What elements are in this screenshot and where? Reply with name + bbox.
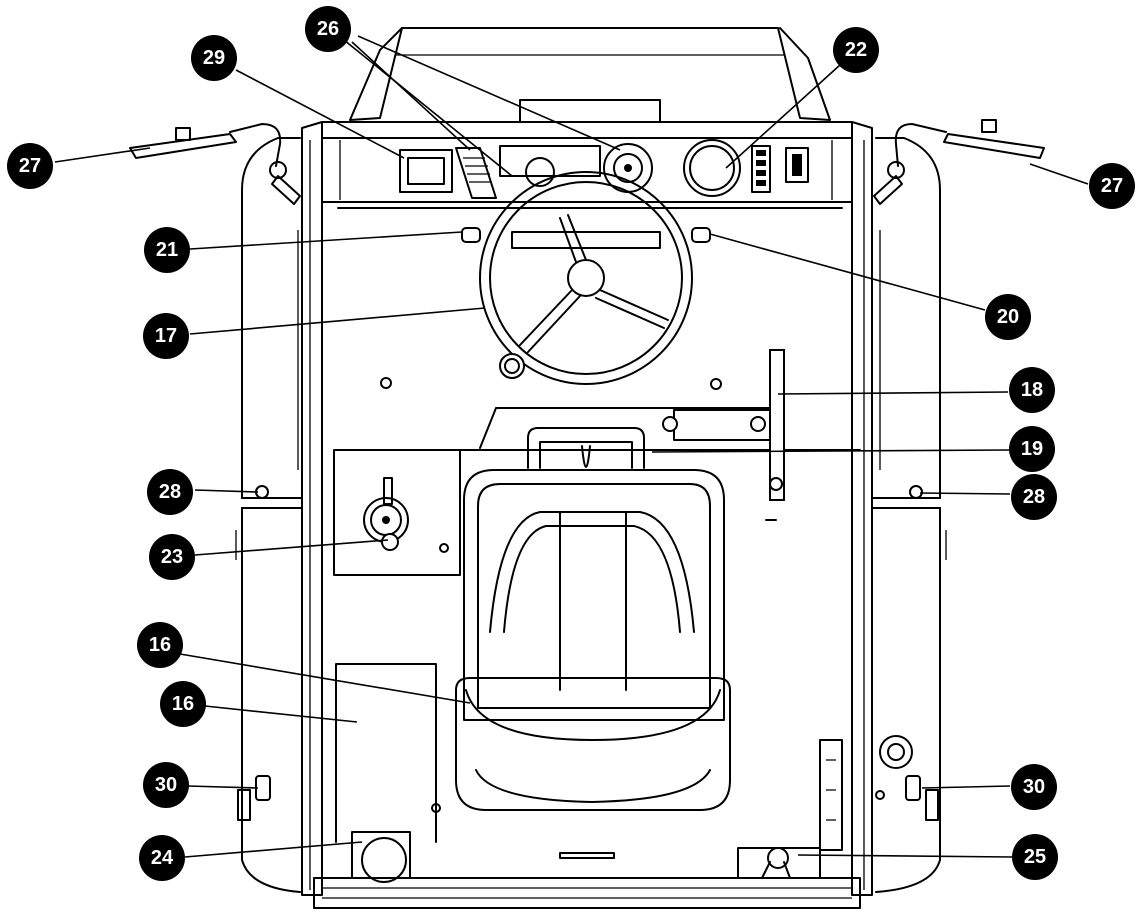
callout-label: 20 bbox=[997, 306, 1019, 328]
leader-lines bbox=[54, 35, 1089, 858]
steering-wheel bbox=[479, 171, 693, 385]
callout-label: 24 bbox=[151, 847, 174, 869]
callout-26: 26 bbox=[305, 6, 351, 52]
callout-label: 27 bbox=[19, 155, 41, 177]
callout-29: 29 bbox=[191, 35, 237, 81]
pivot-knobs bbox=[461, 227, 711, 243]
callout-label: 22 bbox=[845, 39, 867, 61]
callout-28-left: 28 bbox=[147, 469, 193, 515]
latch-plate bbox=[662, 409, 771, 441]
hand-lever bbox=[769, 349, 785, 501]
callout-label: 17 bbox=[155, 325, 177, 347]
callout-16-lower: 16 bbox=[160, 681, 206, 727]
callout-25: 25 bbox=[1012, 834, 1058, 880]
callout-28-right: 28 bbox=[1011, 474, 1057, 520]
callout-19: 19 bbox=[1009, 426, 1055, 472]
rear-view-mirrors bbox=[129, 119, 1045, 205]
cab-frame bbox=[235, 121, 947, 909]
callout-30-right: 30 bbox=[1011, 764, 1057, 810]
callout-20: 20 bbox=[985, 294, 1031, 340]
right-console bbox=[819, 735, 913, 851]
callout-label: 19 bbox=[1021, 438, 1043, 460]
callout-24: 24 bbox=[139, 835, 185, 881]
callout-21: 21 bbox=[144, 227, 190, 273]
callout-label: 26 bbox=[317, 18, 339, 40]
callout-label: 23 bbox=[161, 546, 183, 568]
callout-label: 25 bbox=[1024, 846, 1046, 868]
callout-22: 22 bbox=[833, 27, 879, 73]
callout-label: 28 bbox=[159, 481, 181, 503]
callout-label: 30 bbox=[155, 774, 177, 796]
callout-label: 18 bbox=[1021, 379, 1043, 401]
callout-27-left: 27 bbox=[7, 143, 53, 189]
cup-holder bbox=[351, 803, 441, 883]
callout-label: 16 bbox=[149, 634, 171, 656]
callout-label: 29 bbox=[203, 47, 225, 69]
operator-seat bbox=[455, 427, 731, 811]
hood-cover bbox=[349, 27, 831, 123]
callout-label: 27 bbox=[1101, 175, 1123, 197]
callout-23: 23 bbox=[149, 534, 195, 580]
callout-label: 16 bbox=[172, 693, 194, 715]
pedal-fitting bbox=[737, 847, 821, 879]
callout-18: 18 bbox=[1009, 367, 1055, 413]
callout-label: 30 bbox=[1023, 776, 1045, 798]
callout-17: 17 bbox=[143, 313, 189, 359]
callout-label: 28 bbox=[1023, 486, 1045, 508]
callout-16-upper: 16 bbox=[137, 622, 183, 668]
callout-30-left: 30 bbox=[143, 762, 189, 808]
side-hooks bbox=[255, 485, 923, 499]
key-switch bbox=[363, 477, 449, 553]
side-knobs bbox=[237, 775, 939, 821]
callout-27-right: 27 bbox=[1089, 163, 1135, 209]
callout-label: 21 bbox=[156, 239, 178, 261]
